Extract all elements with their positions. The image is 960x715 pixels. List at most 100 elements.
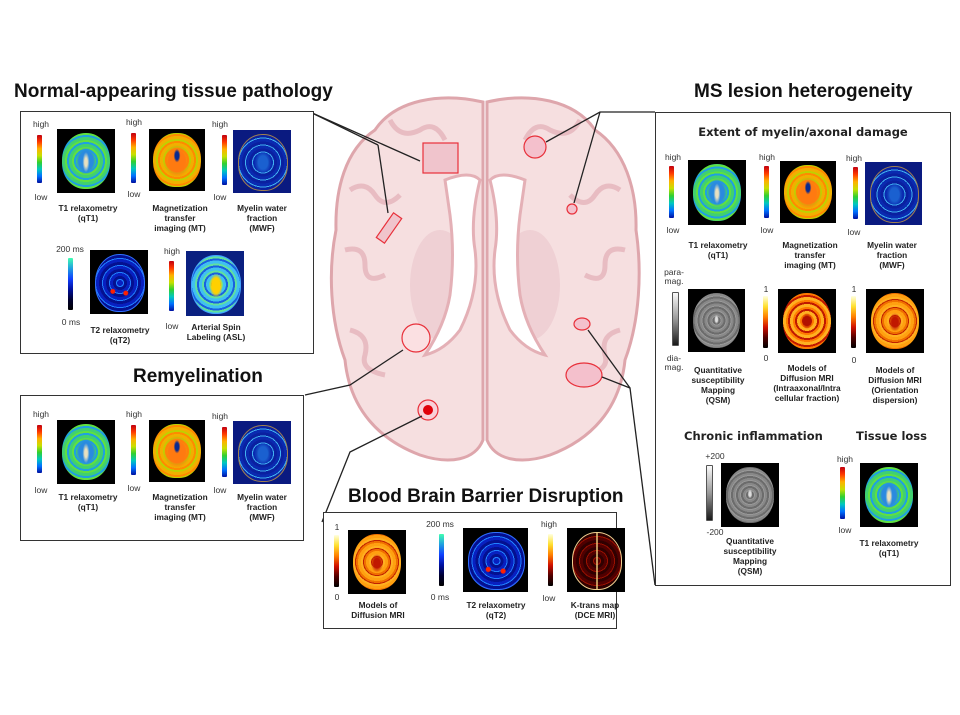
colorbar-hot — [334, 535, 339, 587]
colorbar-rainbow — [764, 166, 769, 218]
caption-mt: Magnetization transfer imaging (MT) — [152, 203, 208, 233]
scale-bottom: low — [127, 483, 141, 493]
caption-qt2: T2 relaxometry (qT2) — [466, 600, 526, 620]
scale-top: high — [664, 152, 682, 162]
scale-bottom: low — [542, 593, 556, 603]
colorbar-gray — [672, 292, 679, 346]
scale-bottom: 0 ms — [430, 592, 450, 602]
left-ventricle — [421, 173, 482, 358]
scale-top: high — [211, 411, 229, 421]
title-normal-appearing: Normal-appearing tissue pathology — [14, 81, 333, 102]
scan-asl — [186, 251, 244, 316]
caption-mwf: Myelin water fraction (MWF) — [867, 240, 917, 270]
scan-qsm-chronic — [721, 463, 779, 527]
caption-qt1: T1 relaxometry (qT1) — [688, 240, 748, 260]
colorbar-rainbow — [853, 167, 858, 219]
connector-normal-appearing — [309, 111, 421, 162]
colorbar-rainbow — [222, 135, 227, 185]
scale-top: high — [211, 119, 229, 129]
caption-qt2: T2 relaxometry (qT2) — [90, 325, 150, 345]
colorbar-hot — [548, 534, 553, 586]
colorbar-rainbow — [669, 166, 674, 218]
title-bbb: Blood Brain Barrier Disruption — [348, 486, 624, 507]
scale-bottom: 0 — [851, 355, 857, 365]
subtitle-tissue-loss: Tissue loss — [856, 429, 927, 443]
scan-qt1 — [688, 160, 746, 225]
scan-mwf — [233, 130, 291, 193]
scan-intraaxonal — [778, 289, 836, 353]
colorbar-rainbow — [37, 425, 42, 473]
scale-top: 1 — [851, 284, 857, 294]
brain-illustration — [329, 96, 641, 462]
scan-ktrans — [567, 528, 625, 592]
scale-bottom: low — [213, 192, 227, 202]
scale-bottom: 0 — [334, 592, 340, 602]
scale-top: high — [163, 246, 181, 256]
subtitle-extent: Extent of myelin/axonal damage — [698, 125, 908, 139]
scale-bottom: low — [847, 227, 861, 237]
caption-qt1: T1 relaxometry (qT1) — [58, 203, 118, 223]
colorbar-hot — [851, 296, 856, 348]
caption-mt: Magnetization transfer imaging (MT) — [152, 492, 208, 522]
scale-top: 1 — [763, 284, 769, 294]
scale-top: high — [540, 519, 558, 529]
colorbar-hot — [763, 296, 768, 348]
scan-mwf — [233, 421, 291, 484]
lesion-ms-4 — [565, 362, 603, 388]
lesion-remyelination — [401, 323, 431, 353]
scale-top: high — [125, 409, 143, 419]
colorbar-rainbow — [222, 427, 227, 477]
scan-orientation — [866, 289, 924, 353]
scan-mt — [149, 129, 205, 191]
scale-top: 200 ms — [426, 519, 454, 529]
scale-top: high — [758, 152, 776, 162]
lesion-ms-1 — [523, 135, 547, 159]
caption-ktrans: K-trans map (DCE MRI) — [570, 600, 620, 620]
scale-bottom: -200 — [706, 527, 724, 537]
colorbar-rainbow — [37, 135, 42, 183]
scale-bottom: low — [165, 321, 179, 331]
scan-mt — [780, 161, 836, 223]
scale-top: high — [836, 454, 854, 464]
caption-asl: Arterial Spin Labeling (ASL) — [186, 322, 246, 342]
lesion-ms-2 — [566, 203, 578, 215]
caption-mt: Magnetization transfer imaging (MT) — [782, 240, 838, 270]
caption-qt1-tissue-loss: T1 relaxometry (qT1) — [859, 538, 919, 558]
title-ms-lesion: MS lesion heterogeneity — [694, 81, 913, 102]
right-ventricle — [488, 173, 549, 358]
subtitle-chronic-inflammation: Chronic inflammation — [684, 429, 823, 443]
caption-qt1: T1 relaxometry (qT1) — [58, 492, 118, 512]
scale-top: 200 ms — [56, 244, 84, 254]
connector-lines — [304, 111, 656, 586]
scale-bottom: low — [34, 485, 48, 495]
scale-bottom: dia- mag. — [664, 353, 684, 372]
caption-intraaxonal: Models of Diffusion MRI (Intraaxonal/Int… — [773, 363, 841, 403]
colorbar-rainbow — [840, 467, 845, 519]
caption-qsm: Quantitative susceptibility Mapping (QSM… — [691, 365, 745, 405]
colorbar-rainbow — [131, 425, 136, 475]
lesion-ms-3 — [573, 317, 591, 331]
scale-bottom: low — [666, 225, 680, 235]
scale-top: para- mag. — [664, 267, 684, 286]
caption-mwf: Myelin water fraction (MWF) — [237, 203, 287, 233]
scale-top: high — [845, 153, 863, 163]
scale-bottom: 0 ms — [61, 317, 81, 327]
scan-qt2 — [90, 250, 148, 314]
scale-bottom: 0 — [763, 353, 769, 363]
scale-bottom: low — [838, 525, 852, 535]
title-remyelination: Remyelination — [133, 366, 263, 387]
lesion-bbb-core — [423, 405, 433, 415]
colorbar-t2 — [439, 534, 444, 586]
scan-qsm — [688, 289, 745, 352]
colorbar-rainbow — [131, 133, 136, 183]
caption-mwf: Myelin water fraction (MWF) — [237, 492, 287, 522]
scan-qt2 — [463, 528, 528, 592]
scale-bottom: low — [34, 192, 48, 202]
scan-diffusion — [348, 530, 406, 594]
scale-top: high — [125, 117, 143, 127]
lesion-normal-appearing-box — [422, 142, 459, 174]
colorbar-gray — [706, 465, 713, 521]
scan-qt1 — [57, 420, 115, 484]
scale-top: high — [32, 409, 50, 419]
